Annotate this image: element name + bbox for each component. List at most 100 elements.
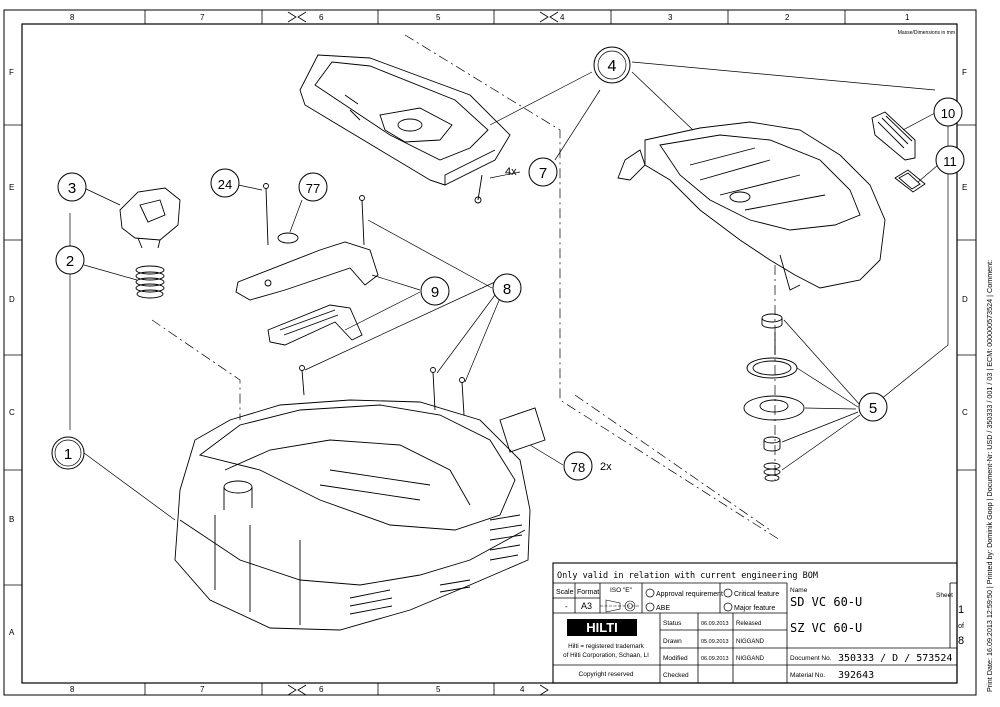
part-77-washer xyxy=(277,232,299,244)
svg-text:06.09.2013: 06.09.2013 xyxy=(701,621,729,627)
callout-77: 77 xyxy=(298,172,328,202)
part-10-grille xyxy=(871,111,916,161)
center-marks xyxy=(287,11,559,696)
svg-text:8: 8 xyxy=(503,281,511,298)
callout-7: 7 4x xyxy=(505,157,558,187)
svg-text:4: 4 xyxy=(560,13,565,22)
svg-text:7: 7 xyxy=(539,165,547,182)
callout-78-qty: 2x xyxy=(600,461,612,473)
svg-text:3: 3 xyxy=(68,180,76,197)
svg-text:6: 6 xyxy=(319,13,324,22)
callout-8: 8 xyxy=(492,273,522,303)
svg-text:7: 7 xyxy=(200,13,205,22)
assembly-lines xyxy=(151,34,781,541)
svg-text:E: E xyxy=(9,183,14,192)
part-78-sheet xyxy=(499,407,546,453)
callout-1: 1 xyxy=(51,436,85,470)
svg-text:5: 5 xyxy=(869,400,877,417)
callout-24: 24 xyxy=(210,168,240,198)
hilti-logo: HILTI xyxy=(567,619,637,636)
svg-text:Format: Format xyxy=(577,589,599,596)
part-11-gasket xyxy=(894,169,926,193)
svg-text:Major feature: Major feature xyxy=(734,605,775,612)
svg-text:1: 1 xyxy=(64,446,72,463)
svg-text:Name: Name xyxy=(790,587,808,594)
svg-text:24: 24 xyxy=(218,177,232,192)
svg-text:C: C xyxy=(9,408,15,417)
dimensions-note: Masse/Dimensions in mm xyxy=(898,30,955,36)
svg-text:of Hilti Corporation, Schaan,: of Hilti Corporation, Schaan, LI xyxy=(563,652,649,659)
column-labels: 8 7 6 5 4 3 2 1 8 7 6 5 4 xyxy=(70,13,910,694)
callout-11: 11 xyxy=(935,145,965,175)
svg-text:A3: A3 xyxy=(581,601,592,611)
part-upper-tray xyxy=(299,54,511,204)
svg-text:11: 11 xyxy=(943,154,957,169)
svg-text:ISO "E": ISO "E" xyxy=(610,587,633,594)
svg-text:Material No.: Material No. xyxy=(790,672,825,679)
svg-text:2: 2 xyxy=(66,253,74,270)
svg-text:Status: Status xyxy=(663,620,682,627)
callout-7-qty: 4x xyxy=(505,166,517,178)
svg-text:Hilti = registered trademark: Hilti = registered trademark xyxy=(568,643,645,650)
svg-text:Document No.: Document No. xyxy=(790,655,832,662)
svg-text:Drawn: Drawn xyxy=(663,638,682,645)
svg-text:-: - xyxy=(565,602,568,611)
part-3-cap xyxy=(119,187,181,249)
part-right-cover xyxy=(617,121,886,291)
svg-text:Scale: Scale xyxy=(556,589,574,596)
svg-text:E: E xyxy=(962,183,967,192)
bom-note: Only valid in relation with current engi… xyxy=(557,571,818,581)
sheet-frame xyxy=(3,9,977,696)
part-2-spring xyxy=(135,265,165,299)
title-block: Only valid in relation with current engi… xyxy=(552,562,964,684)
svg-text:Sheet: Sheet xyxy=(936,592,953,599)
svg-text:7: 7 xyxy=(200,685,205,694)
critical-checkbox xyxy=(723,588,733,598)
document-number: 350333 / D / 573524 xyxy=(838,653,952,664)
svg-text:Critical feature: Critical feature xyxy=(734,591,779,598)
projection-symbol xyxy=(600,599,640,613)
material-number: 392643 xyxy=(838,670,874,681)
svg-text:NIGGAND: NIGGAND xyxy=(736,639,765,645)
svg-text:1: 1 xyxy=(958,604,964,616)
svg-text:Copyright reserved: Copyright reserved xyxy=(579,671,634,678)
exploded-view xyxy=(69,34,949,631)
part-5-valve-stack xyxy=(743,313,805,482)
svg-text:3: 3 xyxy=(668,13,673,22)
svg-text:78: 78 xyxy=(571,460,585,475)
callout-4: 4 xyxy=(593,46,631,84)
callout-3: 3 xyxy=(57,172,87,202)
svg-text:5: 5 xyxy=(436,685,441,694)
svg-text:HILTI: HILTI xyxy=(586,620,618,635)
svg-text:ABE: ABE xyxy=(656,605,670,612)
svg-text:D: D xyxy=(962,295,968,304)
abe-checkbox xyxy=(645,602,655,612)
svg-text:2: 2 xyxy=(785,13,790,22)
row-labels: F E D C B A F E D C xyxy=(9,68,968,637)
svg-text:C: C xyxy=(962,408,968,417)
svg-text:B: B xyxy=(9,515,14,524)
svg-text:D: D xyxy=(9,295,15,304)
callout-5: 5 xyxy=(858,392,888,422)
callout-2: 2 xyxy=(55,245,85,275)
svg-text:6: 6 xyxy=(319,685,324,694)
status-rows: Status 06.09.2013 Released Drawn 05.09.2… xyxy=(663,620,765,679)
svg-text:NIGGAND: NIGGAND xyxy=(736,656,765,662)
svg-text:10: 10 xyxy=(941,106,955,121)
svg-text:Modified: Modified xyxy=(663,655,688,662)
svg-text:of: of xyxy=(958,623,964,630)
svg-text:4: 4 xyxy=(520,685,525,694)
svg-text:Checked: Checked xyxy=(663,672,689,679)
svg-text:9: 9 xyxy=(431,284,439,301)
part-9-handle xyxy=(235,241,379,346)
approval-checkbox xyxy=(645,588,655,598)
column-ticks xyxy=(4,10,976,695)
svg-text:5: 5 xyxy=(436,13,441,22)
print-info-vertical: Print Date: 16.09.2013 12:59:50 | Printe… xyxy=(985,260,994,692)
part-name-2: SZ VC 60-U xyxy=(790,621,862,635)
callouts: 1 2 3 4 5 7 4x 8 9 xyxy=(51,46,965,481)
svg-text:Approval requirement: Approval requirement xyxy=(656,591,723,598)
part-pins xyxy=(263,183,465,416)
svg-text:F: F xyxy=(9,68,14,77)
